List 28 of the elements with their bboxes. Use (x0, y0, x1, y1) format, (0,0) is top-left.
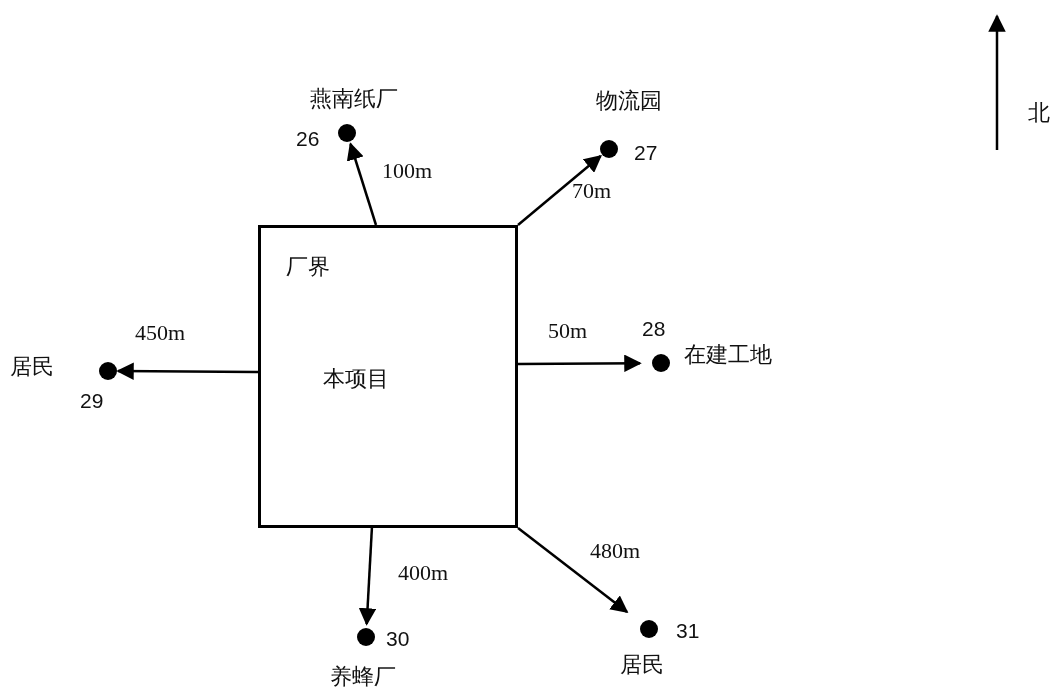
point-number: 28 (642, 318, 666, 339)
place-name: 居民 (10, 356, 54, 378)
point-number: 30 (386, 628, 410, 649)
distance-label: 400m (398, 562, 449, 584)
arrow (518, 354, 642, 373)
place-name: 居民 (620, 654, 664, 676)
arrow (116, 362, 258, 380)
arrow (517, 154, 602, 226)
north-label: 北 (1028, 102, 1050, 124)
distance-label: 450m (135, 322, 186, 344)
point-number: 31 (676, 620, 700, 641)
distance-label: 480m (590, 540, 641, 562)
place-name: 养蜂厂 (330, 666, 396, 688)
place-name: 在建工地 (684, 344, 772, 366)
site-boundary-box (258, 225, 518, 528)
distance-label: 70m (572, 180, 612, 202)
boundary-label: 厂界 (286, 256, 330, 278)
arrow (517, 527, 629, 614)
arrow (346, 142, 378, 226)
project-label: 本项目 (323, 368, 389, 390)
distance-label: 100m (382, 160, 433, 182)
place-name: 物流园 (596, 90, 662, 112)
point-number: 26 (296, 128, 320, 149)
distance-label: 50m (548, 320, 588, 342)
point-number: 29 (80, 390, 104, 411)
point-number: 27 (634, 142, 658, 163)
place-name: 燕南纸厂 (310, 88, 398, 110)
arrow (358, 527, 377, 626)
